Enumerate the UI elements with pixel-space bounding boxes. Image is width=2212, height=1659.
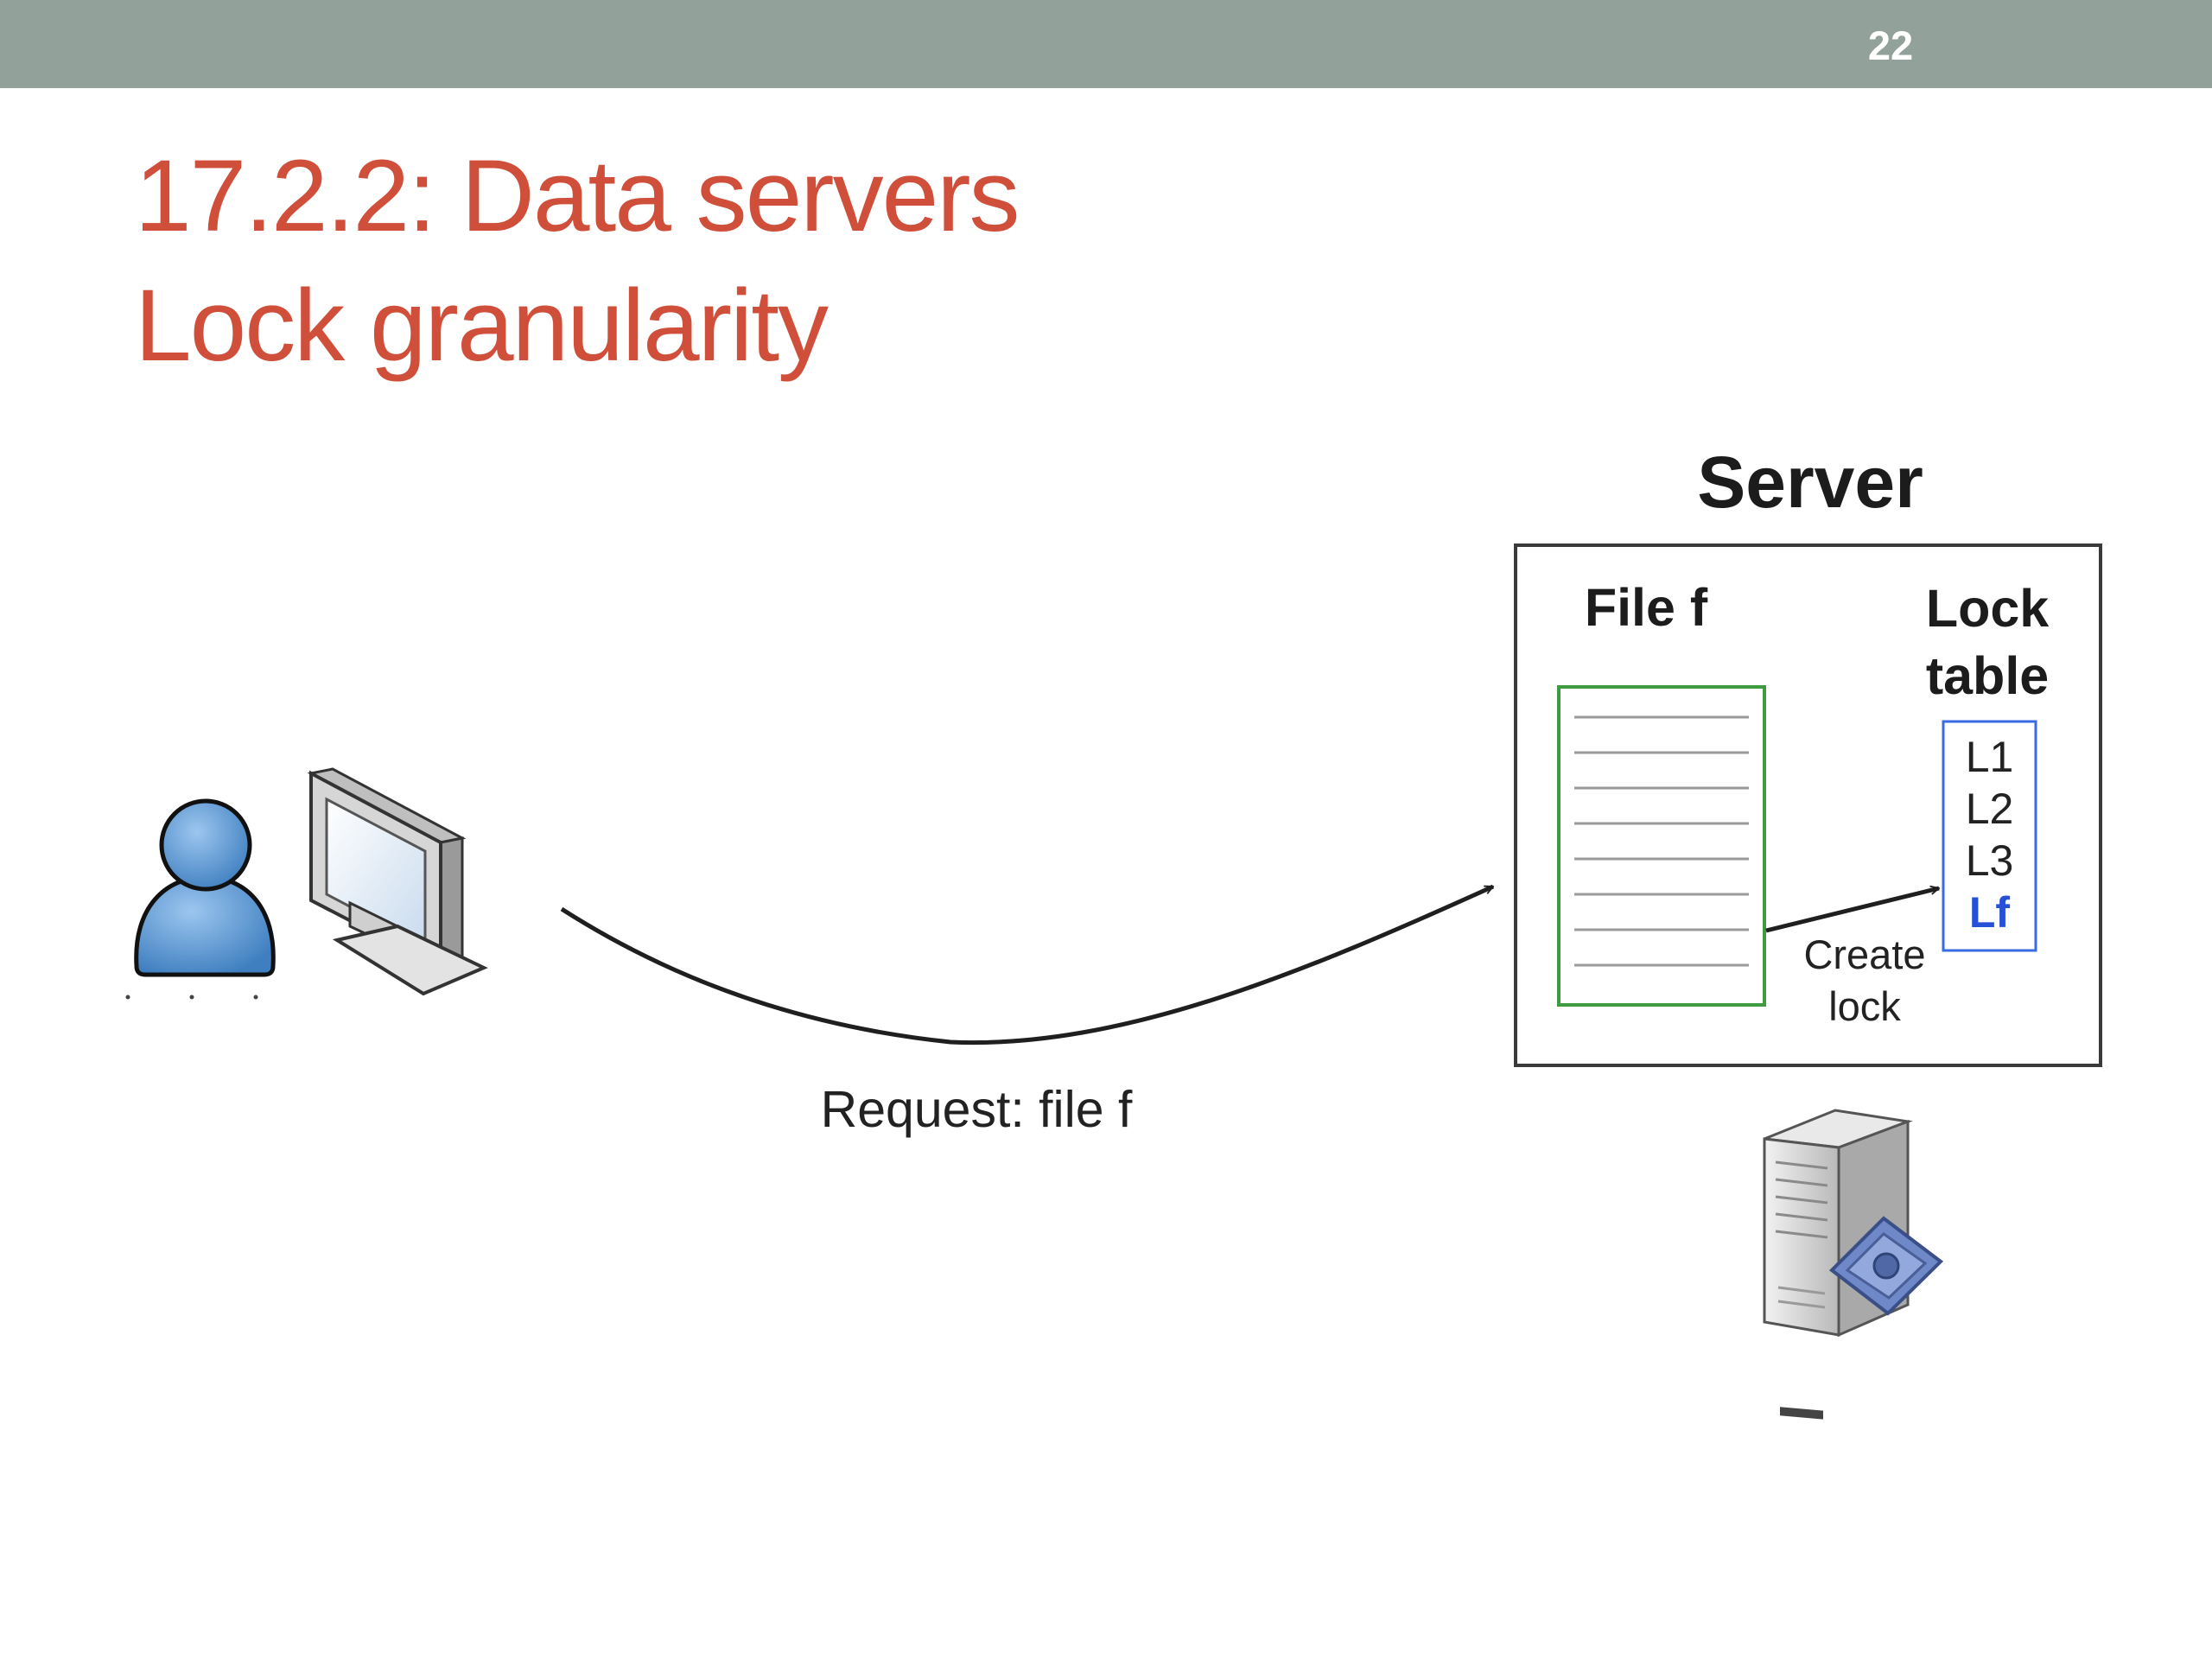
user-icon: [134, 798, 276, 977]
create-lock-line-1: Create: [1803, 931, 1926, 977]
server-tower-icon: [1763, 1109, 1944, 1420]
lock-entry-highlighted: Lf: [1968, 888, 2011, 937]
top-bar: 22: [0, 0, 2212, 88]
lock-entry: L1: [1965, 733, 2014, 781]
create-lock-line-2: lock: [1828, 983, 1901, 1029]
decorative-dots: [125, 995, 258, 1000]
lock-entry: L3: [1965, 836, 2014, 885]
server-title: Server: [1697, 442, 1923, 523]
create-lock-arrow: [1765, 888, 1939, 933]
file-title: File f: [1584, 578, 1708, 637]
slide-title: 17.2.2: Data servers Lock granularity: [135, 131, 1020, 391]
lock-table-title-line-2: table: [1925, 646, 2050, 705]
lock-table-title: Lock table: [1884, 575, 2091, 709]
create-lock-label: Create lock: [1778, 929, 1951, 1033]
slide-title-line-2: Lock granularity: [135, 269, 829, 383]
lock-table-title-line-1: Lock: [1925, 579, 2050, 638]
request-arrow: [560, 884, 1493, 1046]
file-document-icon: [1557, 685, 1766, 1007]
slide-number: 22: [1867, 22, 1914, 68]
computer-monitor-icon: [307, 767, 488, 996]
lock-table-box: [1942, 720, 2037, 952]
lock-entry: L2: [1965, 785, 2014, 833]
request-label: Request: file f: [820, 1081, 1133, 1138]
slide-title-line-1: 17.2.2: Data servers: [135, 139, 1020, 253]
